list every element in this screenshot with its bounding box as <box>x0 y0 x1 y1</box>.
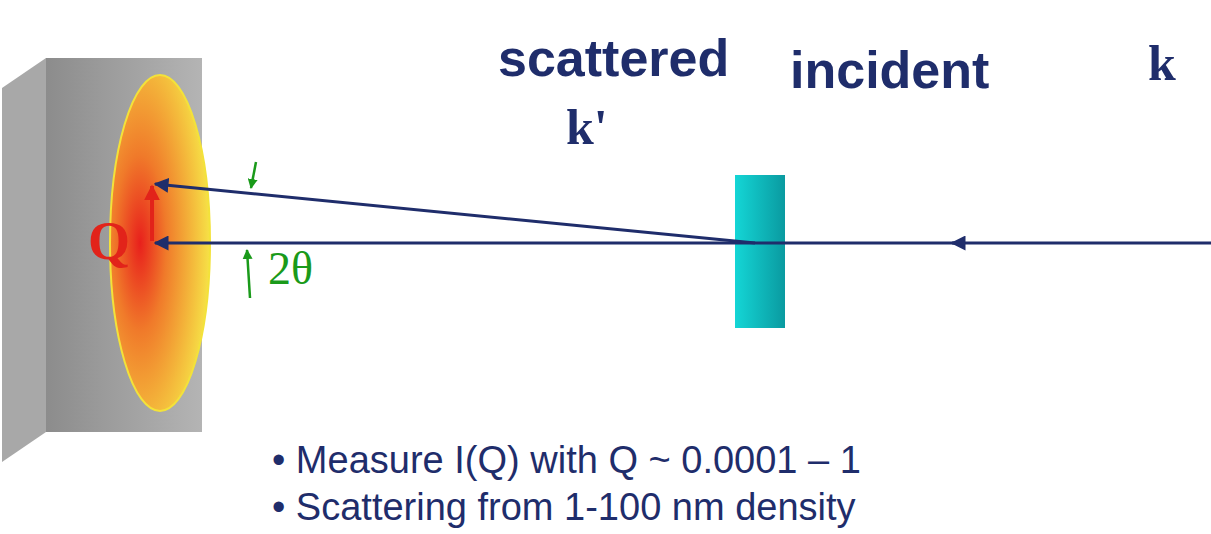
wavevector-label: k <box>1148 36 1176 91</box>
bullet-note: • Scattering from 1-100 nm density <box>272 487 856 529</box>
beam-label: incident <box>790 42 989 99</box>
incident-beam <box>952 242 1211 245</box>
scattered-beam <box>155 184 755 243</box>
angle-label: 2θ <box>268 244 313 295</box>
q-vector <box>150 186 154 241</box>
detector-side <box>2 58 46 462</box>
angle-arrow <box>247 250 250 298</box>
wavevector-label: k' <box>566 100 608 155</box>
sample <box>735 175 785 328</box>
q-label: Q <box>88 212 130 271</box>
bullet-note: • Measure I(Q) with Q ~ 0.0001 – 1 <box>272 440 861 482</box>
angle-arrow <box>251 162 256 188</box>
beam-label: scattered <box>498 30 729 87</box>
